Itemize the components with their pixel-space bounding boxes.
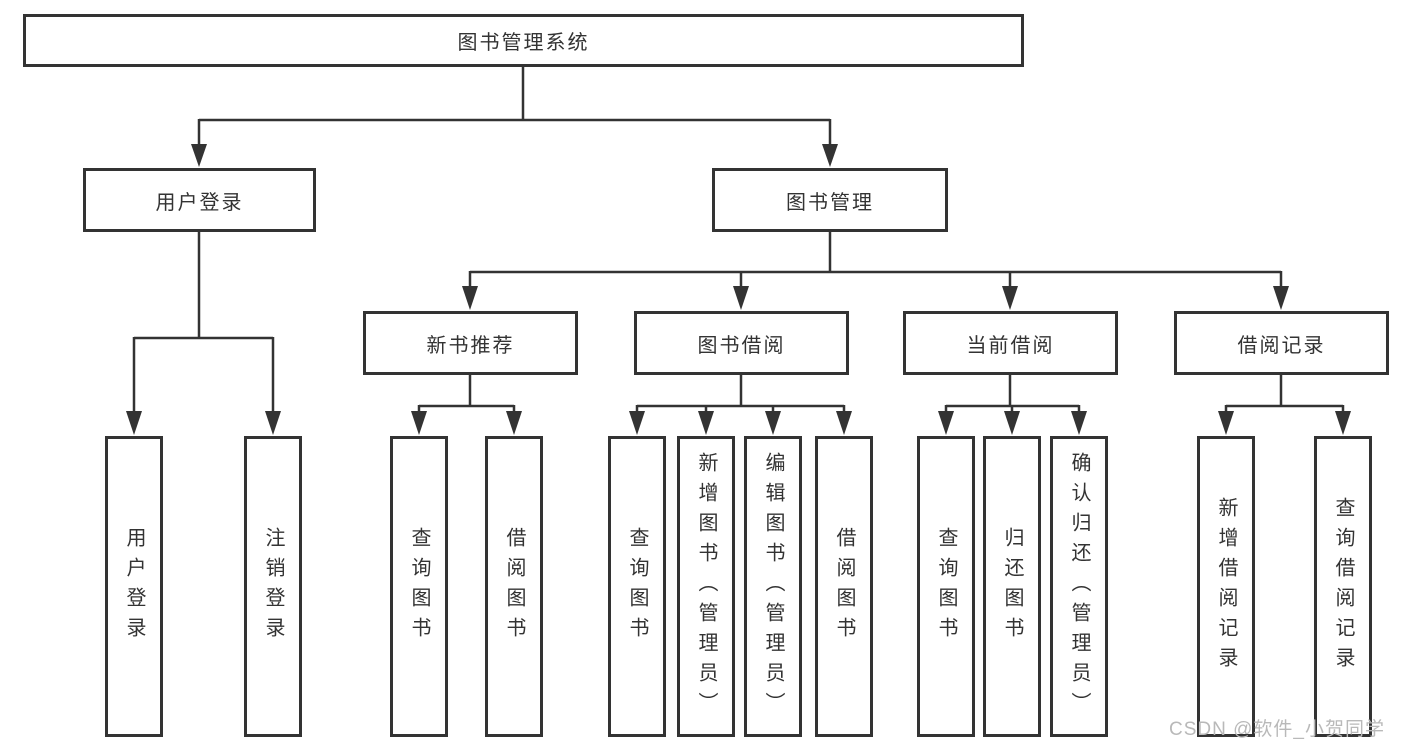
arrowhead bbox=[191, 144, 207, 167]
node-label: 查询图书 bbox=[935, 526, 957, 647]
node-label: 新书推荐 bbox=[426, 334, 515, 357]
arrowhead bbox=[411, 411, 427, 435]
node-label: 新增图书（管理员） bbox=[695, 451, 717, 722]
leaf-borrow-books-recommend: 借阅图书 bbox=[485, 436, 543, 737]
leaf-query-books-current: 查询图书 bbox=[917, 436, 975, 737]
node-label: 图书借阅 bbox=[697, 334, 786, 357]
arrowhead bbox=[1273, 286, 1289, 310]
leaf-edit-book-admin: 编辑图书（管理员） bbox=[744, 436, 802, 737]
leaf-borrow-books: 借阅图书 bbox=[815, 436, 873, 737]
arrowhead bbox=[1071, 411, 1087, 435]
leaf-logout: 注销登录 bbox=[244, 436, 302, 737]
node-label: 查询图书 bbox=[626, 526, 648, 647]
leaf-query-books-borrow: 查询图书 bbox=[608, 436, 666, 737]
leaf-query-borrow-record: 查询借阅记录 bbox=[1314, 436, 1372, 737]
arrowhead bbox=[506, 411, 522, 435]
node-library-management-system: 图书管理系统 bbox=[23, 14, 1024, 67]
node-book-borrow: 图书借阅 bbox=[634, 311, 849, 375]
arrowhead bbox=[1218, 411, 1234, 435]
arrowhead bbox=[1004, 411, 1020, 435]
node-label: 查询借阅记录 bbox=[1332, 496, 1354, 677]
arrowhead bbox=[938, 411, 954, 435]
node-label: 新增借阅记录 bbox=[1215, 496, 1237, 677]
arrowhead bbox=[698, 411, 714, 435]
leaf-user-login: 用户登录 bbox=[105, 436, 163, 737]
leaf-return-books: 归还图书 bbox=[983, 436, 1041, 737]
node-label: 确认归还（管理员） bbox=[1068, 451, 1090, 722]
leaf-confirm-return-admin: 确认归还（管理员） bbox=[1050, 436, 1108, 737]
arrowhead bbox=[1002, 286, 1018, 310]
arrowhead bbox=[733, 286, 749, 310]
leaf-query-books-recommend: 查询图书 bbox=[390, 436, 448, 737]
node-label: 用户登录 bbox=[123, 526, 145, 647]
node-label: 用户登录 bbox=[155, 191, 244, 214]
node-label: 图书管理 bbox=[786, 191, 874, 214]
leaf-add-borrow-record: 新增借阅记录 bbox=[1197, 436, 1255, 737]
node-book-management: 图书管理 bbox=[712, 168, 948, 232]
node-label: 借阅图书 bbox=[503, 526, 525, 647]
arrowhead bbox=[265, 411, 281, 435]
node-current-borrow: 当前借阅 bbox=[903, 311, 1118, 375]
node-new-book-recommend: 新书推荐 bbox=[363, 311, 578, 375]
node-label: 注销登录 bbox=[262, 526, 284, 647]
node-user-login-group: 用户登录 bbox=[83, 168, 316, 232]
node-label: 编辑图书（管理员） bbox=[762, 451, 784, 722]
arrowhead bbox=[765, 411, 781, 435]
arrowhead bbox=[836, 411, 852, 435]
node-borrow-records: 借阅记录 bbox=[1174, 311, 1389, 375]
arrowhead bbox=[126, 411, 142, 435]
node-label: 借阅记录 bbox=[1237, 334, 1326, 357]
node-label: 借阅图书 bbox=[833, 526, 855, 647]
node-label: 归还图书 bbox=[1001, 526, 1023, 647]
arrowhead bbox=[629, 411, 645, 435]
csdn-watermark: CSDN @软件_小贺同学 bbox=[1169, 719, 1385, 740]
node-label: 查询图书 bbox=[408, 526, 430, 647]
arrowhead bbox=[462, 286, 478, 310]
leaf-add-book-admin: 新增图书（管理员） bbox=[677, 436, 735, 737]
node-label: 图书管理系统 bbox=[457, 32, 590, 54]
node-label: 当前借阅 bbox=[966, 334, 1055, 357]
arrowhead bbox=[1335, 411, 1351, 435]
arrowhead bbox=[822, 144, 838, 167]
